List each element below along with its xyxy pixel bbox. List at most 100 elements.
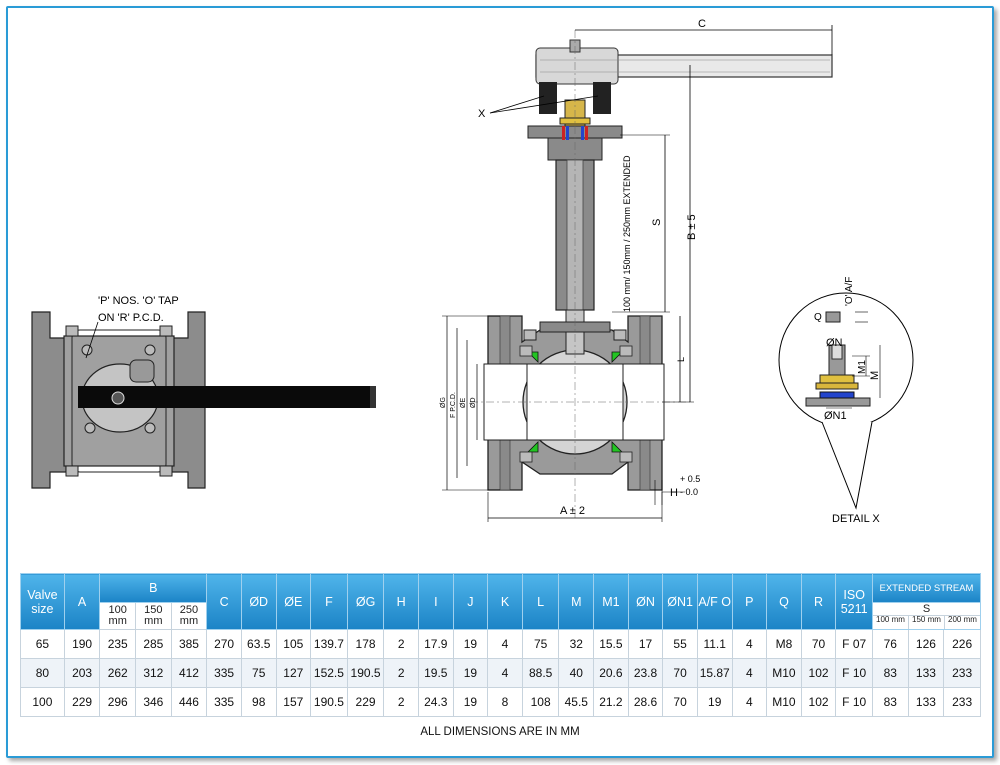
table-cell: 65 [20,629,65,659]
dim-e-label: ØE [460,398,467,408]
table-cell: 285 [135,629,172,659]
detail-n1-label: ØN1 [824,410,847,422]
table-cell: 70 [662,658,698,688]
table-cell: 88.5 [521,658,560,688]
table-cell: 233 [943,658,981,688]
table-cell: 127 [275,658,312,688]
table-cell: M10 [766,687,802,717]
table-cell: 2 [383,687,419,717]
header-s-200: 200 mm [948,615,977,624]
table-cell: 15.5 [593,629,629,659]
table-cell: 203 [63,658,101,688]
detail-o-label: 'O' A/F [844,277,855,306]
table-cell: F 10 [835,687,873,717]
table-cell: 75 [240,658,277,688]
table-cell: 4 [731,629,768,659]
table-cell: 11.1 [696,629,733,659]
header-extended: EXTENDED STREAM [871,573,982,603]
table-cell: 20.6 [593,658,629,688]
table-cell: 385 [170,629,208,659]
table-cell: 126 [907,629,945,659]
table-cell: 19 [452,687,489,717]
table-cell: 19.5 [418,658,454,688]
table-cell: 412 [170,658,208,688]
header-q: Q [766,573,802,630]
table-cell: 19 [452,629,489,659]
dim-a-label: A ± 2 [560,505,585,517]
detail-x: Q 'O' A/F ØN M1 M ØN1 DETAIL X [778,277,914,525]
table-cell: 446 [170,687,208,717]
side-view: 'P' NOS. 'O' TAP ON 'R' P.C.D. [31,295,376,489]
table-cell: M10 [766,658,802,688]
table-cell: 139.7 [310,629,348,659]
table-cell: 45.5 [558,687,595,717]
detail-title: DETAIL X [832,513,880,525]
header-iso: ISO 5211 [835,573,873,630]
table-cell: 229 [346,687,385,717]
table-cell: 4 [487,629,523,659]
table-cell: 17 [627,629,664,659]
table-cell: 335 [206,658,242,688]
table-cell: M8 [766,629,802,659]
dim-g-label: ØG [440,397,447,408]
table-cell: 105 [275,629,312,659]
table-cell: 98 [240,687,277,717]
table-cell: 24.3 [418,687,454,717]
detail-q-label: Q [814,312,822,323]
header-b-250: 250 mm [170,602,208,630]
table-cell: 233 [943,687,981,717]
dim-h-plus: + 0.5 [680,474,700,484]
table-cell: 23.8 [627,658,664,688]
table-cell: 80 [20,658,65,688]
table-cell: 335 [206,687,242,717]
header-m1: M1 [593,573,629,630]
section-view: C B ± 5 S 100 mm/ 150mm / 250mm EXTENDED… [440,18,833,522]
table-cell: 178 [346,629,385,659]
table-cell: 133 [907,687,945,717]
table-cell: 152.5 [310,658,348,688]
table-cell: 2 [383,629,419,659]
table-cell: 190 [63,629,101,659]
table-cell: 75 [521,629,560,659]
detail-m1-label: M1 [857,360,868,374]
header-l: L [521,573,560,630]
header-a: A [63,573,101,630]
table-cell: 70 [800,629,837,659]
table-cell: 15.87 [696,658,733,688]
header-b-150: 150 mm [135,602,172,630]
table-cell: 270 [206,629,242,659]
table-cell: 28.6 [627,687,664,717]
header-m: M [558,573,595,630]
dim-l-label: L [676,357,686,362]
table-cell: 4 [487,658,523,688]
dim-f-label: F P.C.D. [450,392,457,418]
table-cell: 83 [871,658,909,688]
header-b-100: 100 mm [99,602,137,630]
table-cell: 4 [731,687,768,717]
header-n1: ØN1 [662,573,698,630]
header-n: ØN [627,573,664,630]
dimensions-table: Valve size A B C ØD ØE F ØG H I J K L M … [20,573,982,717]
table-cell: 102 [800,658,837,688]
header-i: I [418,573,454,630]
detail-n-label: ØN [826,337,843,349]
header-p: P [731,573,768,630]
table-cell: 76 [871,629,909,659]
header-af: A/F O [696,573,733,630]
table-cell: 55 [662,629,698,659]
table-cell: 21.2 [593,687,629,717]
tap-label-line1: 'P' NOS. 'O' TAP [98,295,179,307]
table-cell: 312 [135,658,172,688]
table-cell: 190.5 [310,687,348,717]
header-f: F [310,573,348,630]
table-cell: 83 [871,687,909,717]
header-s-100: 100 mm [873,616,909,629]
dim-d-label: ØD [470,398,477,409]
header-g: ØG [346,573,385,630]
table-cell: 296 [99,687,137,717]
detail-m-label: M [869,371,881,380]
footer-note: ALL DIMENSIONS ARE IN MM [420,726,580,738]
